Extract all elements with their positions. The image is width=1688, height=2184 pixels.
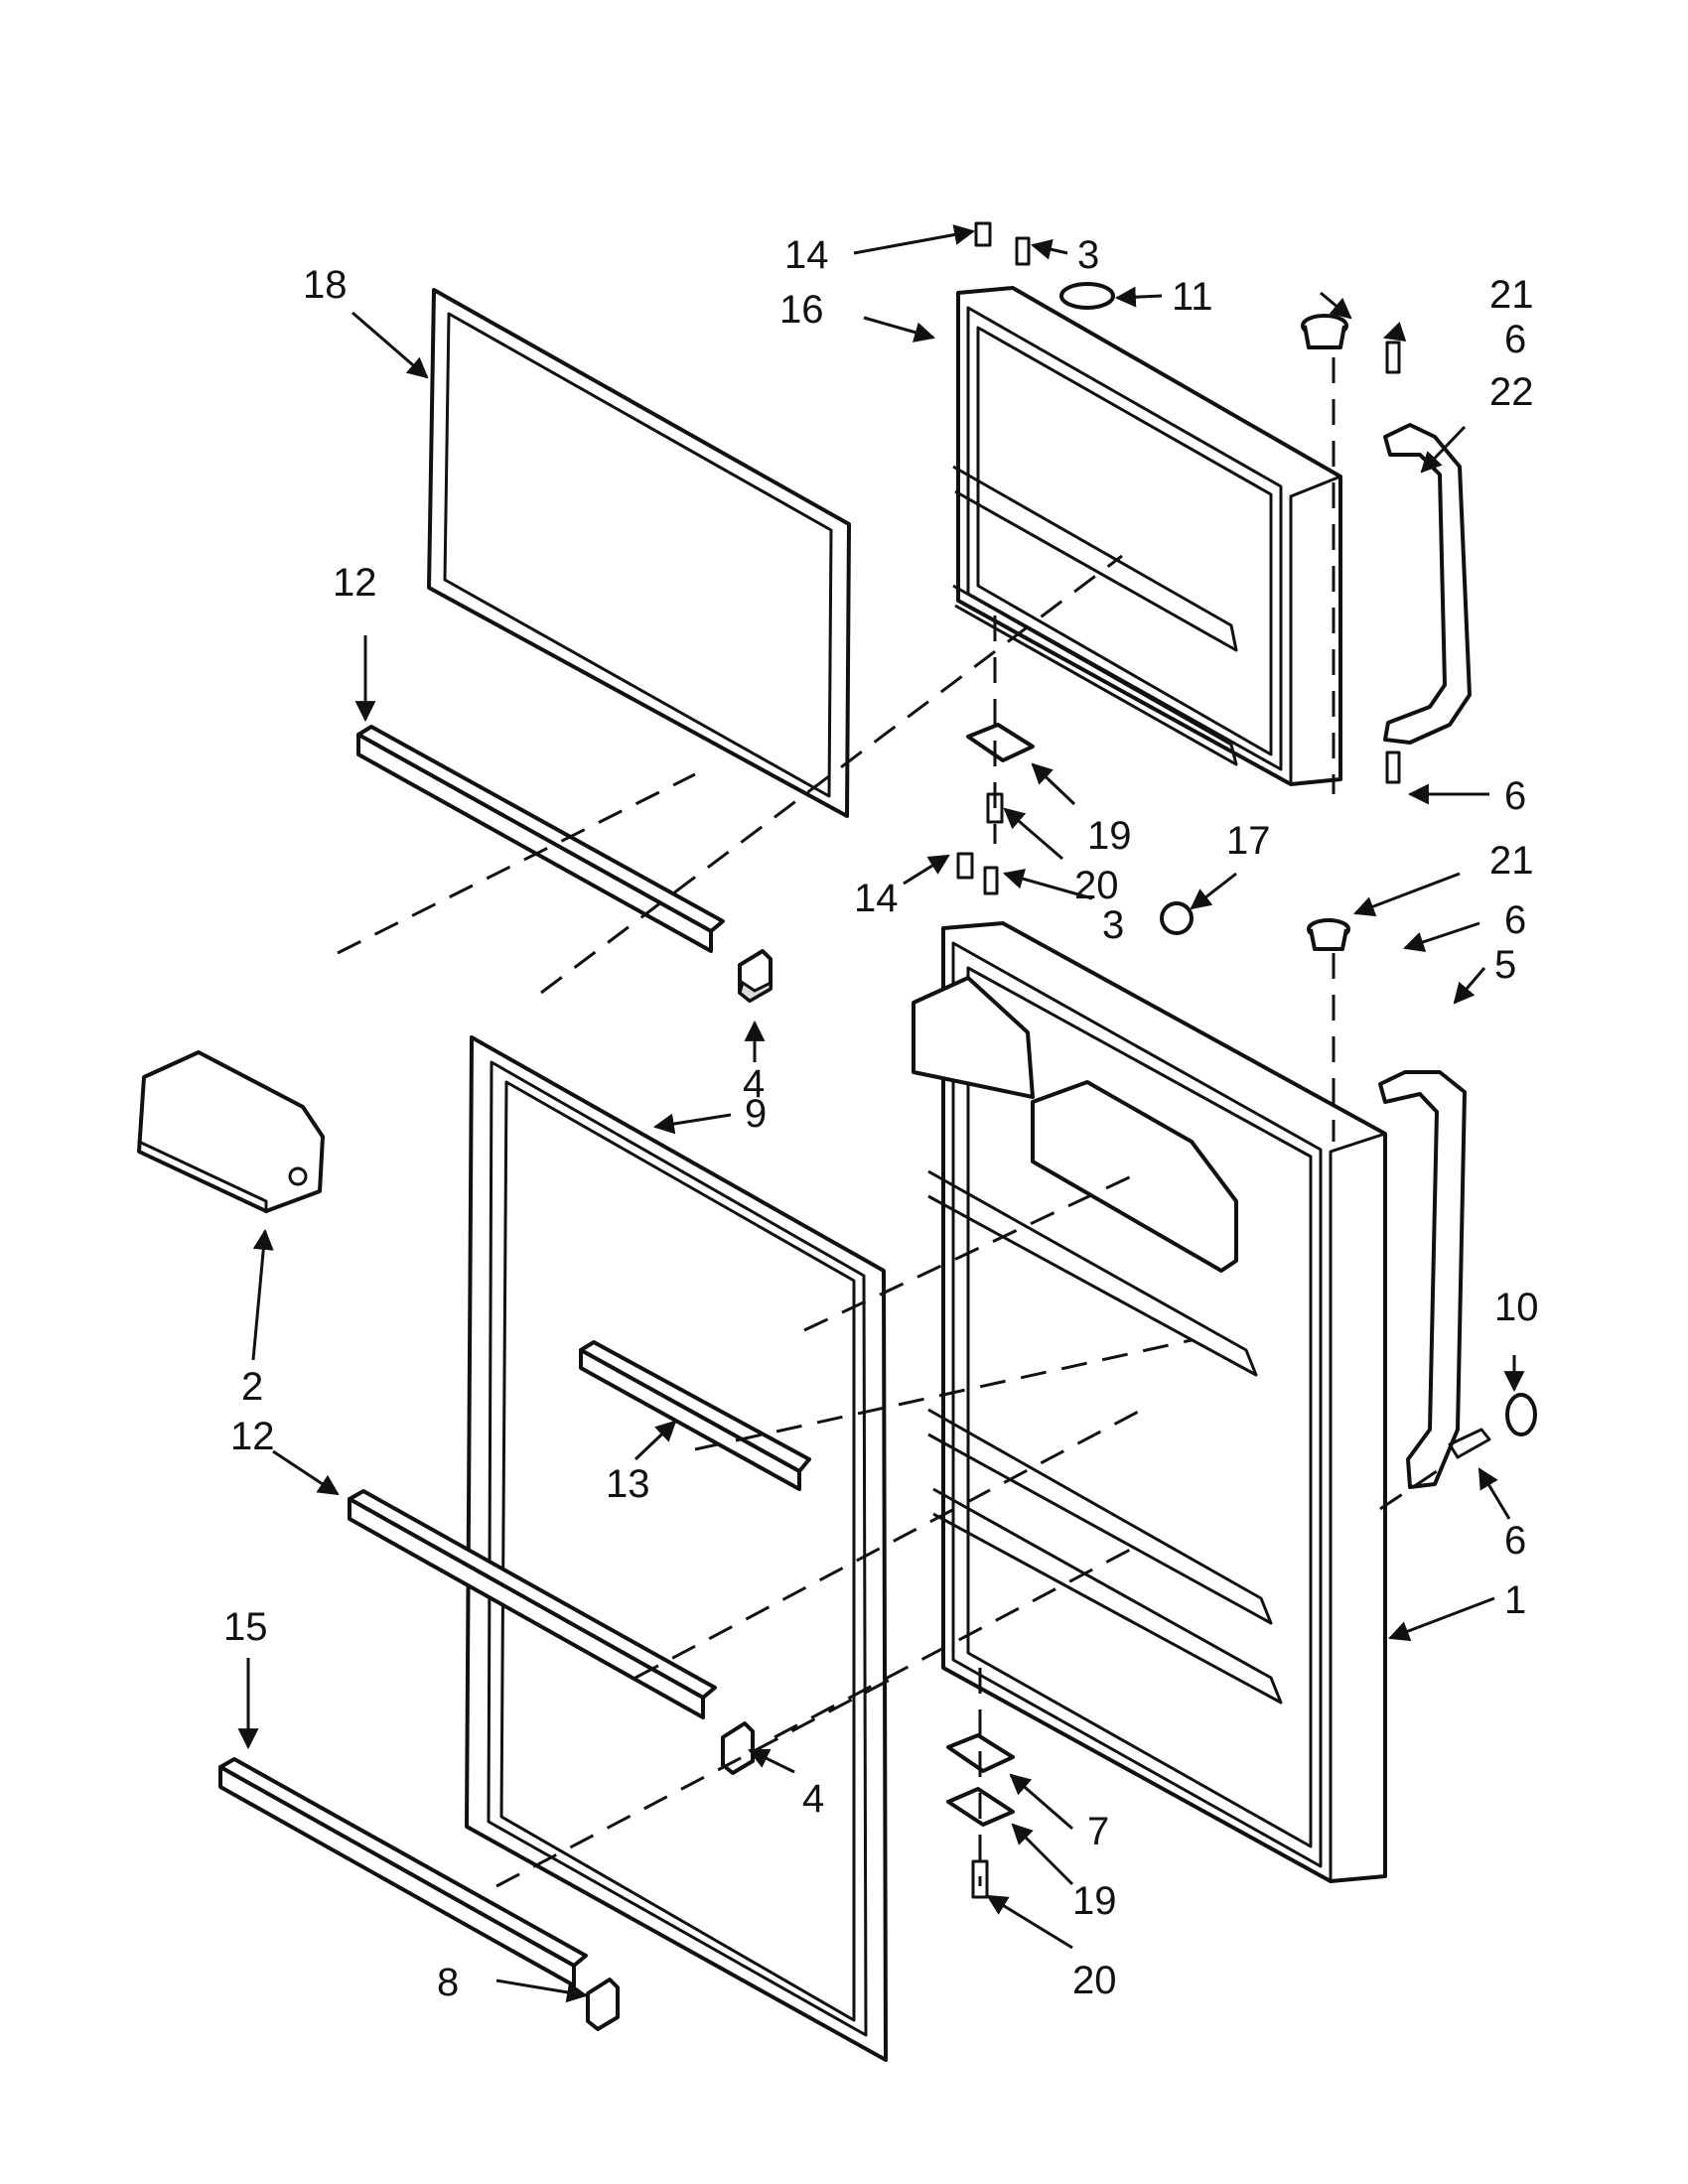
callout-11: 11 [1172,275,1213,319]
dairy-compartment-door [137,1050,325,1213]
callout-12-lower: 12 [230,1415,275,1458]
fresh-food-door-strip [579,1340,811,1491]
callout-3-top: 3 [1077,233,1099,277]
handle-screw-cover [1448,1393,1537,1459]
callout-20-upper: 20 [1074,864,1119,907]
upper-strip-clip [738,949,773,1003]
center-hinge-cam [1160,901,1194,935]
callout-labels: 1 2 3 3 4 4 5 6 6 6 6 7 8 9 10 11 12 12 … [223,233,1539,2004]
callout-18: 18 [303,263,348,307]
callout-4-upper: 4 [743,1062,765,1106]
freezer-door-gasket [427,288,851,818]
callout-4-lower: 4 [802,1777,824,1821]
callout-10: 10 [1494,1286,1539,1329]
fresh-food-door [912,921,1387,1883]
freezer-door-handle [1383,423,1472,745]
callout-12-upper: 12 [333,561,377,605]
fresh-food-door-gasket [465,1035,888,2062]
fresh-food-door-handle [1378,1070,1467,1489]
bottom-strip-clip [586,1978,620,2031]
callout-19-upper: 19 [1087,814,1132,858]
callout-21-mid: 21 [1489,839,1534,883]
callout-14-mid: 14 [854,877,899,920]
callout-1: 1 [1504,1578,1526,1622]
freezer-top-grommet [1059,282,1115,310]
lower-hinge-plug [1307,918,1350,951]
callout-6-handle-bottom: 6 [1504,1519,1526,1563]
callout-7: 7 [1087,1810,1109,1853]
callout-14-top: 14 [784,233,829,277]
callout-8: 8 [437,1961,459,2004]
upper-fasteners [974,221,1401,784]
callout-15: 15 [223,1605,268,1649]
callout-6-top: 6 [1504,318,1526,361]
bottom-trim-strip [218,1757,588,1987]
callout-13: 13 [606,1462,650,1506]
callout-3-mid: 3 [1102,903,1124,947]
callout-20-lower: 20 [1072,1959,1117,2002]
fresh-food-breaker-strip [348,1489,717,1719]
alignment-lines [337,357,1441,1888]
callout-17: 17 [1226,819,1271,863]
freezer-door [952,286,1342,786]
callout-6-freezer-bottom: 6 [1504,774,1526,818]
callout-21-top: 21 [1489,273,1534,317]
callout-22: 22 [1489,370,1534,414]
upper-center-hinge [966,723,1035,824]
middle-fasteners [956,852,999,895]
callout-5: 5 [1494,943,1516,987]
freezer-breaker-strip [356,725,725,953]
callout-6-fresh-top: 6 [1504,898,1526,942]
leader-arrows [237,224,1525,2003]
callout-16: 16 [779,288,824,332]
upper-hinge-plug [1301,314,1348,349]
callout-2: 2 [241,1365,263,1409]
callout-19-lower: 19 [1072,1879,1117,1923]
callout-9: 9 [745,1092,767,1136]
